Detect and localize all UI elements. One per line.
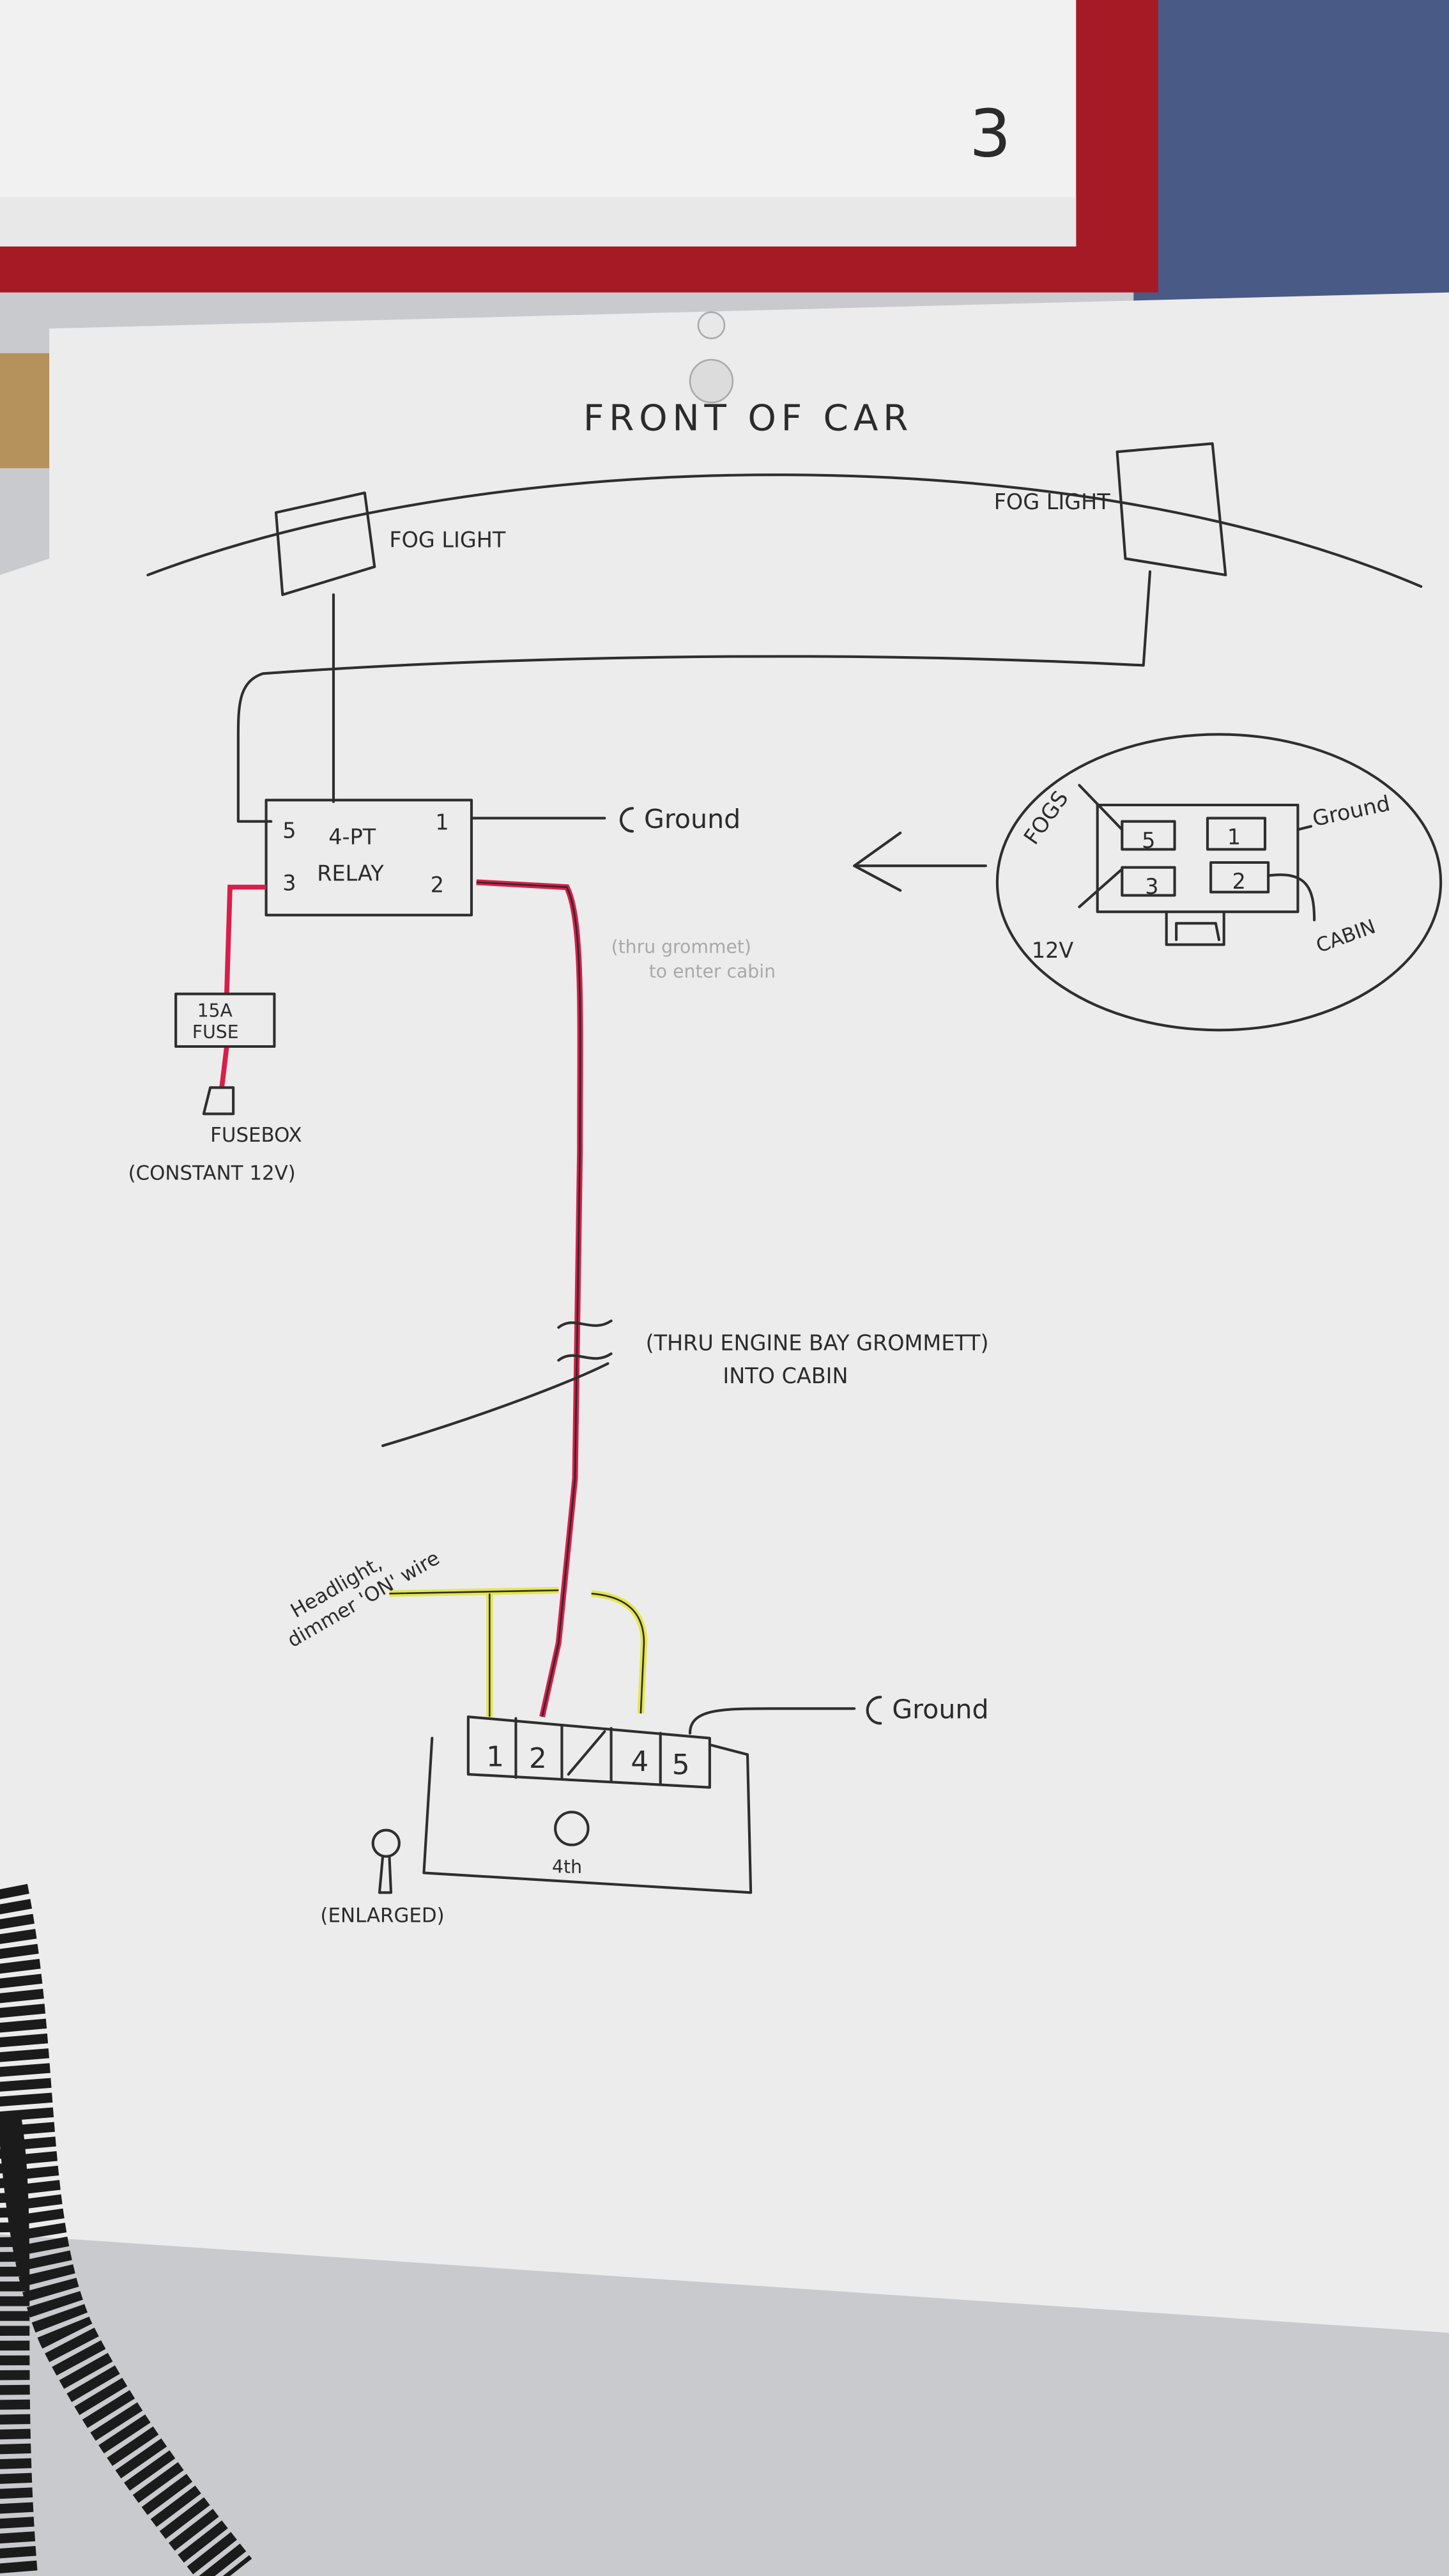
- right-fog-wire: [236, 570, 1152, 823]
- keyhole-icon: [371, 1828, 401, 1858]
- relay-pin-3: 3: [282, 871, 296, 896]
- switch-ground-wire: [688, 1707, 856, 1735]
- blue-fabric: [1133, 0, 1449, 304]
- grommet-note-line2: INTO CABIN: [723, 1363, 848, 1388]
- fuse-label-line1: 15A: [197, 1000, 233, 1022]
- switch-terminal-4: 4: [631, 1745, 648, 1778]
- pushpin: [689, 358, 734, 404]
- fusebox-label-line1: FUSEBOX: [210, 1124, 302, 1147]
- fusebox-label-line2: (CONSTANT 12V): [128, 1162, 296, 1184]
- fusebox-connector-icon: [202, 1086, 235, 1116]
- relay-label-line1: 4-PT: [328, 825, 376, 850]
- right-fog-light: [1116, 442, 1227, 577]
- left-fog-light-label: FOG LIGHT: [389, 527, 505, 552]
- ground-terminal-icon: [619, 807, 634, 833]
- faint-note-line2: to enter cabin: [649, 961, 776, 982]
- inset-pin-3: 3: [1145, 874, 1158, 899]
- switch-terminal-1: 1: [486, 1740, 504, 1773]
- switch-knob: [554, 1811, 590, 1846]
- switch-ground-label: Ground: [892, 1694, 988, 1725]
- left-fog-light: [274, 491, 376, 596]
- folder-mark: 3: [969, 96, 1011, 172]
- headlight-switch-body: [422, 1736, 753, 1894]
- switch-knob-label: 4th: [552, 1856, 582, 1877]
- car-front-outline: [146, 473, 1423, 588]
- switch-terminal-5: 5: [672, 1749, 690, 1781]
- diagram-title: FRONT OF CAR: [583, 397, 913, 440]
- switch-terminal-2: 2: [529, 1742, 547, 1775]
- right-fog-light-label: FOG LIGHT: [994, 489, 1110, 514]
- inset-pin-5: 5: [1142, 828, 1155, 853]
- faint-note-line1: (thru grommet): [611, 936, 751, 957]
- red-wire-12v: [224, 884, 266, 994]
- wire-break-marks: [557, 1319, 613, 1362]
- relay-pin-5: 5: [282, 818, 296, 843]
- relay-pin-1: 1: [435, 810, 448, 835]
- relay-label-line2: RELAY: [317, 861, 384, 885]
- relay-pin-2: 2: [431, 872, 444, 897]
- inset-12v-label: 12V: [1032, 938, 1074, 963]
- relay-box: [264, 799, 473, 917]
- fuse-label-line2: FUSE: [192, 1022, 239, 1043]
- paper-sheet: [0, 292, 1449, 2333]
- inset-pin-2: 2: [1232, 869, 1246, 894]
- ground-terminal-icon-2: [866, 1696, 882, 1725]
- enlarged-label: (ENLARGED): [320, 1905, 444, 1928]
- inset-pin-1: 1: [1227, 825, 1241, 850]
- fuse-box: [174, 992, 276, 1048]
- corkboard: [0, 353, 50, 468]
- grommet-note-line1: (THRU ENGINE BAY GROMMETT): [646, 1331, 989, 1356]
- arrow-left-icon: [853, 831, 987, 892]
- relay-detail-callout: [995, 733, 1443, 1032]
- relay-ground-label: Ground: [644, 804, 740, 834]
